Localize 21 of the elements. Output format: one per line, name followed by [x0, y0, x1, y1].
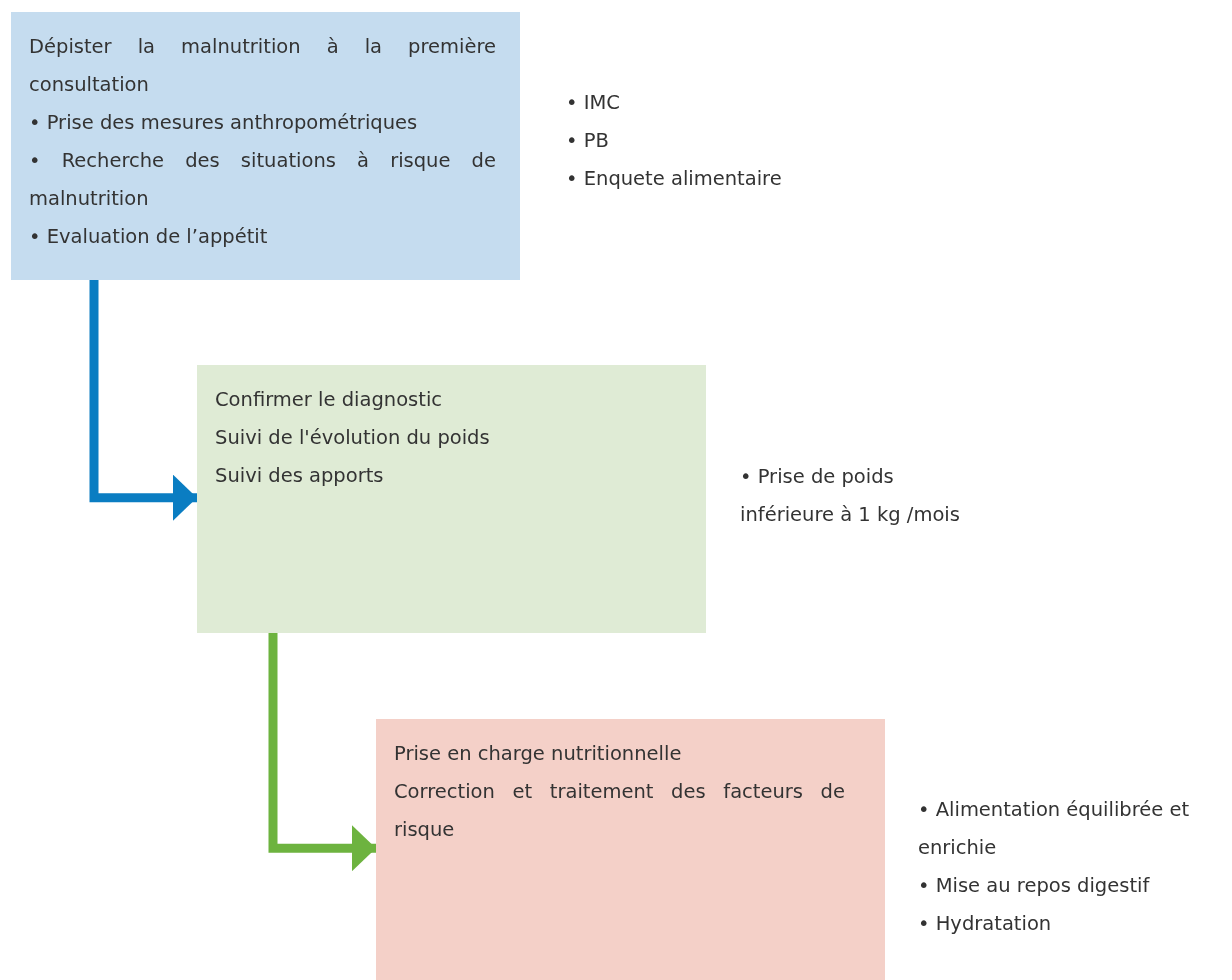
- process-box: [11, 12, 520, 280]
- side-note: • Prise de poids inférieure à 1 kg /mois: [740, 464, 961, 528]
- side-note: • Hydratation: [918, 911, 1053, 937]
- box-text: • Recherche des situations à risque de malnutrition: [29, 148, 496, 212]
- side-note: • IMC: [566, 90, 621, 116]
- box-text: Suivi des apports: [215, 463, 385, 489]
- box-text: • Prise des mesures anthropométriques: [29, 110, 419, 136]
- elbow-arrow: [89, 280, 197, 521]
- box-text: Prise en charge nutritionnelle: [394, 741, 683, 767]
- process-box: [197, 365, 706, 633]
- elbow-arrow: [268, 633, 376, 872]
- box-text: Suivi de l'évolution du poids: [215, 425, 491, 451]
- box-text: Correction et traitement des facteurs de risque: [394, 779, 845, 843]
- side-note: • Mise au repos digestif: [918, 873, 1151, 899]
- process-box: [376, 719, 885, 980]
- box-text: • Evaluation de l’appétit: [29, 224, 269, 250]
- box-text: Confirmer le diagnostic: [215, 387, 444, 413]
- box-text: Dépister la malnutrition à la première consultation: [29, 34, 496, 98]
- side-note: • PB: [566, 128, 610, 154]
- side-note: • Enquete alimentaire: [566, 166, 783, 192]
- side-note: • Alimentation équilibrée et enrichie: [918, 797, 1191, 861]
